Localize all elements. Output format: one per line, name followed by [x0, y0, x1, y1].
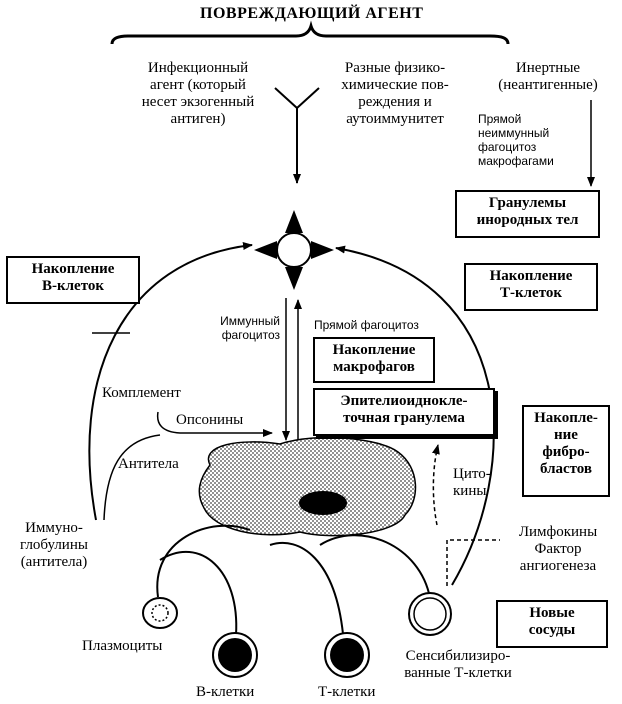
agent-inert: Инертные (неантигенные) — [498, 60, 598, 93]
antibodies-label: Антитела — [118, 456, 179, 472]
agent-brace — [110, 20, 510, 45]
tcell-arc — [269, 541, 344, 635]
plasma-arc — [156, 524, 251, 598]
central-node — [254, 210, 334, 290]
t-cells-label: Т-клетки — [318, 684, 376, 700]
foreign-body-box: Гранулемы инородных тел — [455, 190, 600, 238]
lymphokines-label: Лимфокины Фактор ангиогенеза — [518, 524, 598, 574]
sensitized-arc — [319, 534, 431, 599]
right-cycle-arc — [335, 245, 495, 586]
immune-phago-label: Иммунный фагоцитоз — [220, 314, 280, 342]
direct-nonimmune-label: Прямой неиммунный фагоцитоз макрофагами — [478, 112, 554, 168]
b-accum-box: Накопление B-клеток — [6, 256, 140, 304]
granuloma-core — [299, 491, 347, 515]
diagram-title: ПОВРЕЖДАЮЩИЙ АГЕНТ — [200, 5, 424, 22]
agent-infectious: Инфекционный агент (который несет экзоге… — [141, 60, 255, 127]
left-cycle-arc — [88, 242, 253, 521]
sensitized-label: Сенсибилизиро- ванные Т-клетки — [404, 648, 512, 681]
plasmocytes-label: Плазмоциты — [82, 638, 163, 654]
immunoglobulins-label: Иммуно- глобулины (антитела) — [20, 520, 88, 570]
epithelioid-box: Эпителиоиднокле- точная гранулема — [313, 388, 495, 436]
convergence-arrow — [274, 87, 320, 183]
opsonin-arrow — [156, 411, 273, 437]
sensitized-cell — [408, 592, 452, 636]
bcell-arc — [159, 550, 238, 636]
opsonins-label: Опсонины — [176, 412, 244, 428]
t-accum-box: Накопление Т-клеток — [464, 263, 598, 311]
granuloma-blob — [198, 436, 417, 537]
antibody-curve — [103, 434, 161, 521]
direct-phago-label: Прямой фагоцитоз — [314, 318, 419, 332]
cytokines-label: Цито- кины — [453, 466, 491, 499]
fibro-box: Накопле- ние фибро- бластов — [522, 405, 610, 497]
macro-accum-box: Накопление макрофагов — [313, 337, 435, 383]
b-cell — [212, 632, 258, 678]
plasma-cell — [142, 597, 178, 629]
t-cell — [324, 632, 370, 678]
lymphokine-arrow — [446, 539, 500, 586]
agent-physical: Разные физико- химические пов- реждения … — [341, 60, 449, 127]
cytokine-arrow — [432, 444, 440, 526]
complement-label: Комплемент — [102, 385, 181, 401]
vessels-box: Новые сосуды — [496, 600, 608, 648]
b-cells-label: B-клетки — [196, 684, 255, 700]
